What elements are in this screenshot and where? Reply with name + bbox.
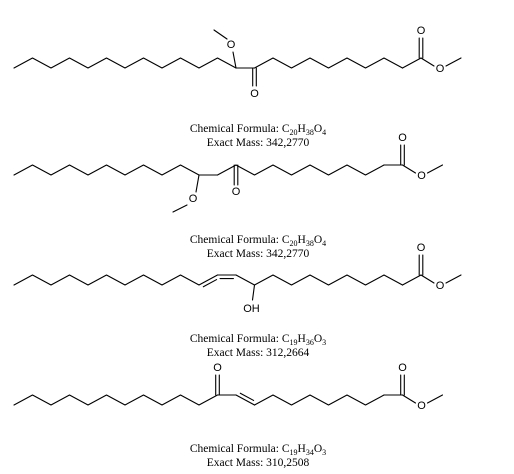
carbon-chain bbox=[253, 394, 385, 406]
formula-element: H bbox=[298, 123, 306, 135]
mass-label: Exact Mass: bbox=[207, 347, 266, 359]
formula-subscript: 20 bbox=[290, 239, 298, 248]
bond bbox=[401, 274, 422, 286]
carbon-chain bbox=[235, 164, 385, 176]
formula-label: Chemical Formula: bbox=[190, 123, 282, 135]
atom-label: O bbox=[189, 193, 198, 205]
formula-element: O bbox=[314, 123, 322, 135]
mass-value: 342,2770 bbox=[266, 137, 309, 149]
mass-label: Exact Mass: bbox=[207, 457, 266, 469]
bond bbox=[232, 51, 237, 69]
exact-mass: Exact Mass: 310,2508 bbox=[207, 457, 310, 469]
formula-subscript: 36 bbox=[306, 338, 314, 347]
carbon-chain bbox=[13, 274, 219, 286]
atom-label: O bbox=[227, 39, 236, 51]
exact-mass: Exact Mass: 312,2664 bbox=[207, 347, 310, 359]
bond bbox=[235, 274, 256, 286]
formula-element: H bbox=[298, 443, 306, 455]
chemical-formula: Chemical Formula: C20H38O4 bbox=[190, 123, 326, 137]
carbon-chain bbox=[13, 164, 200, 176]
formula-element: H bbox=[298, 333, 306, 345]
bond bbox=[420, 274, 435, 284]
bond bbox=[251, 284, 256, 301]
exact-mass: Exact Mass: 342,2770 bbox=[207, 248, 310, 260]
formula-label: Chemical Formula: bbox=[190, 443, 282, 455]
atom-label: O bbox=[398, 132, 407, 144]
bond bbox=[401, 164, 417, 174]
atom-label: O bbox=[436, 63, 445, 75]
formula-element: C bbox=[282, 443, 290, 455]
formula-element: C bbox=[282, 333, 290, 345]
bond bbox=[202, 279, 218, 288]
chemical-formula: Chemical Formula: C19H36O3 bbox=[190, 333, 326, 347]
bond bbox=[445, 57, 462, 67]
atom-label: O bbox=[232, 186, 241, 198]
bond bbox=[213, 29, 228, 40]
formula-element: O bbox=[314, 234, 322, 246]
formula-element: O bbox=[314, 333, 322, 345]
atom-label: O bbox=[417, 25, 426, 37]
atom-label: O bbox=[213, 362, 222, 374]
bond bbox=[426, 164, 444, 174]
chemical-formula: Chemical Formula: C19H34O3 bbox=[190, 443, 326, 457]
formula-subscript: 19 bbox=[290, 338, 298, 347]
atom-label: O bbox=[398, 362, 407, 374]
formula-subscript: 20 bbox=[290, 128, 298, 137]
formula-subscript: 38 bbox=[306, 128, 314, 137]
formula-element: C bbox=[282, 123, 290, 135]
formula-element: C bbox=[282, 234, 290, 246]
formula-subscript: 4 bbox=[322, 239, 326, 248]
atom-label: O bbox=[417, 170, 426, 182]
formula-subscript: 38 bbox=[306, 239, 314, 248]
bond bbox=[172, 204, 188, 213]
bond bbox=[216, 164, 237, 176]
mass-value: 310,2508 bbox=[266, 457, 309, 469]
exact-mass: Exact Mass: 342,2770 bbox=[207, 137, 310, 149]
formula-element: O bbox=[314, 443, 322, 455]
mass-label: Exact Mass: bbox=[207, 137, 266, 149]
bond bbox=[420, 57, 435, 67]
formula-subscript: 19 bbox=[290, 448, 298, 457]
formula-subscript: 34 bbox=[306, 448, 314, 457]
atom-label: O bbox=[417, 242, 426, 254]
mass-label: Exact Mass: bbox=[207, 248, 266, 260]
bond bbox=[239, 392, 255, 401]
formula-subscript: 3 bbox=[322, 448, 326, 457]
atom-label: OH bbox=[243, 303, 260, 315]
bond bbox=[426, 394, 444, 404]
bond bbox=[195, 174, 200, 193]
formula-element: H bbox=[298, 234, 306, 246]
atom-label: O bbox=[250, 88, 259, 100]
carbon-chain bbox=[13, 57, 237, 69]
formula-subscript: 4 bbox=[322, 128, 326, 137]
bond bbox=[401, 394, 417, 404]
mass-value: 342,2770 bbox=[266, 248, 309, 260]
bond bbox=[401, 57, 422, 69]
bond bbox=[235, 394, 256, 406]
formula-subscript: 3 bbox=[322, 338, 326, 347]
atom-label: O bbox=[417, 400, 426, 412]
atom-label: O bbox=[436, 280, 445, 292]
formula-label: Chemical Formula: bbox=[190, 333, 282, 345]
bond bbox=[445, 274, 462, 284]
carbon-chain bbox=[253, 57, 404, 69]
carbon-chain bbox=[253, 274, 404, 286]
formula-label: Chemical Formula: bbox=[190, 234, 282, 246]
carbon-chain bbox=[13, 394, 219, 406]
chemical-formula: Chemical Formula: C20H38O4 bbox=[190, 234, 326, 248]
mass-value: 312,2664 bbox=[266, 347, 309, 359]
